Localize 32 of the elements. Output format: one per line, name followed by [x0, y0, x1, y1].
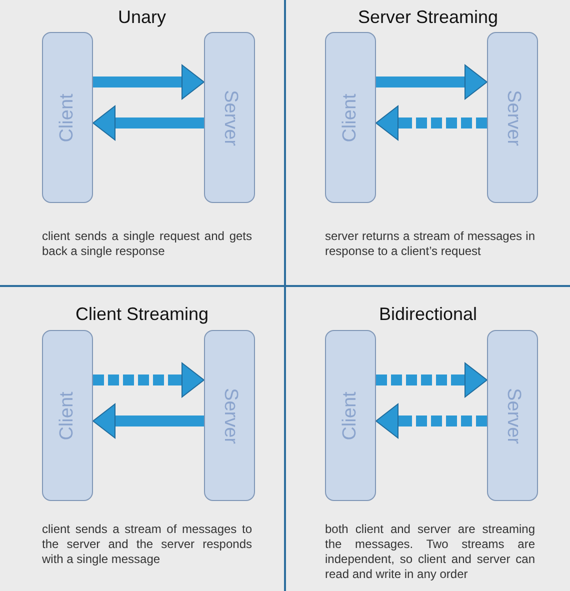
arrow	[376, 64, 488, 100]
panel-title: Bidirectional	[378, 304, 478, 324]
vertical-label: Client	[340, 93, 362, 142]
client-box	[325, 330, 376, 501]
dashed-arrow	[93, 362, 204, 398]
vertical-label: Server	[218, 388, 240, 444]
vertical-label: Server	[502, 90, 524, 146]
client-box	[42, 32, 93, 203]
client-box	[325, 32, 376, 203]
arrow	[92, 106, 204, 140]
arrow	[93, 64, 204, 100]
vertical-label: Client	[56, 391, 78, 440]
client-box	[42, 330, 93, 501]
vertical-label: Client	[56, 93, 78, 142]
server-box	[204, 32, 255, 203]
panel-title: Client Streaming	[75, 304, 209, 324]
dashed-arrow	[376, 362, 488, 398]
vertical-label: Client	[340, 391, 362, 440]
server-box	[204, 330, 255, 501]
panel-title: Server Streaming	[358, 7, 498, 27]
panel-title: Unary	[118, 7, 166, 27]
vertical-label: Server	[502, 388, 524, 444]
vertical-label: Server	[218, 90, 240, 146]
server-box	[487, 330, 538, 501]
description-text: server returns a stream of messages in response to a client’s request	[325, 229, 535, 259]
arrow	[92, 404, 204, 438]
description-text: both client and server are streaming the messages. Two streams are independent, so client and server can read and write in any order	[325, 522, 535, 582]
dashed-arrow	[376, 106, 487, 140]
description-text: client sends a single request and gets back a single response	[42, 229, 252, 259]
server-box	[487, 32, 538, 203]
dashed-arrow	[376, 404, 487, 438]
description-text: client sends a stream of messages to the server and the server responds with a single message	[42, 522, 252, 567]
